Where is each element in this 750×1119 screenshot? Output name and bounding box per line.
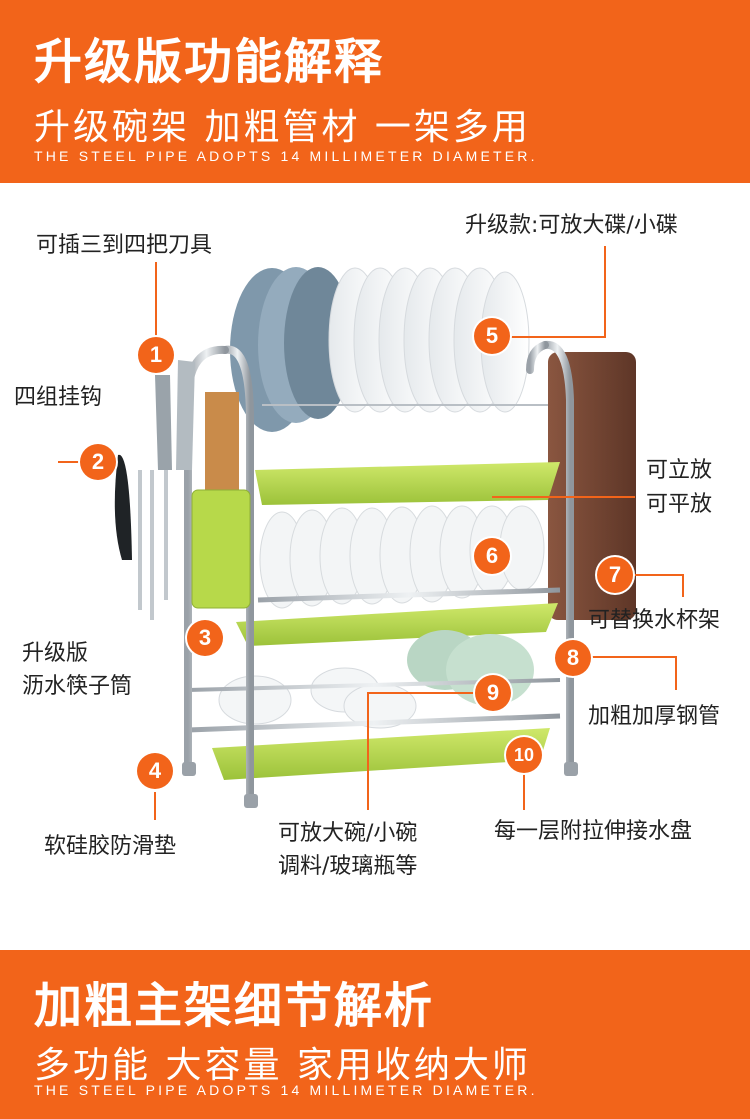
header-banner: 升级版功能解释 升级碗架 加粗管材 一架多用 THE STEEL PIPE AD… (0, 0, 750, 183)
knives (114, 360, 195, 560)
badge-9: 9 (475, 675, 511, 711)
frame-feet (182, 762, 578, 808)
badge-1: 1 (138, 337, 174, 373)
badge-3: 3 (187, 620, 223, 656)
badge-10: 10 (506, 737, 542, 773)
badge-7: 7 (597, 557, 633, 593)
footer-english: THE STEEL PIPE ADOPTS 14 MILLIMETER DIAM… (34, 1082, 538, 1098)
header-english: THE STEEL PIPE ADOPTS 14 MILLIMETER DIAM… (34, 148, 538, 164)
leader-lines (58, 246, 684, 820)
badge-2: 2 (80, 444, 116, 480)
header-subtitle: 升级碗架 加粗管材 一架多用 (34, 107, 531, 148)
callout-hooks: 四组挂钩 (14, 385, 103, 410)
callout-chopstick-line1: 升级版 (22, 641, 89, 666)
middle-bowls (259, 505, 545, 609)
callout-plates: 升级款:可放大碟/小碟 (465, 213, 678, 238)
callout-thick-pipe: 加粗加厚钢管 (588, 704, 721, 729)
dish-rack-illustration (58, 246, 684, 820)
callout-cup-holder: 可替换水杯架 (588, 608, 721, 633)
chopstick-holder (191, 392, 251, 609)
footer-subtitle: 多功能 大容量 家用收纳大师 (34, 1045, 531, 1086)
middle-shelf (236, 587, 561, 646)
top-shelf (255, 404, 560, 505)
header-title: 升级版功能解释 (34, 34, 385, 90)
badge-6: 6 (474, 538, 510, 574)
callout-bowls-line1: 可放大碗/小碗 (278, 821, 418, 846)
badge-4: 4 (137, 753, 173, 789)
callout-drip-tray: 每一层附拉伸接水盘 (494, 819, 693, 844)
badge-8: 8 (555, 640, 591, 676)
callout-silicone-pad: 软硅胶防滑垫 (44, 834, 177, 859)
hanging-utensils (138, 470, 168, 620)
callout-knife-slots: 可插三到四把刀具 (36, 233, 213, 258)
callout-board-flat: 可平放 (646, 492, 713, 517)
footer-banner: 加粗主架细节解析 多功能 大容量 家用收纳大师 THE STEEL PIPE A… (0, 950, 750, 1119)
callout-board-upright: 可立放 (646, 458, 713, 483)
footer-title: 加粗主架细节解析 (34, 978, 435, 1034)
badge-5: 5 (474, 318, 510, 354)
callout-chopstick-line2: 沥水筷子筒 (22, 674, 133, 699)
callout-bowls-line2: 调料/玻璃瓶等 (278, 854, 418, 879)
